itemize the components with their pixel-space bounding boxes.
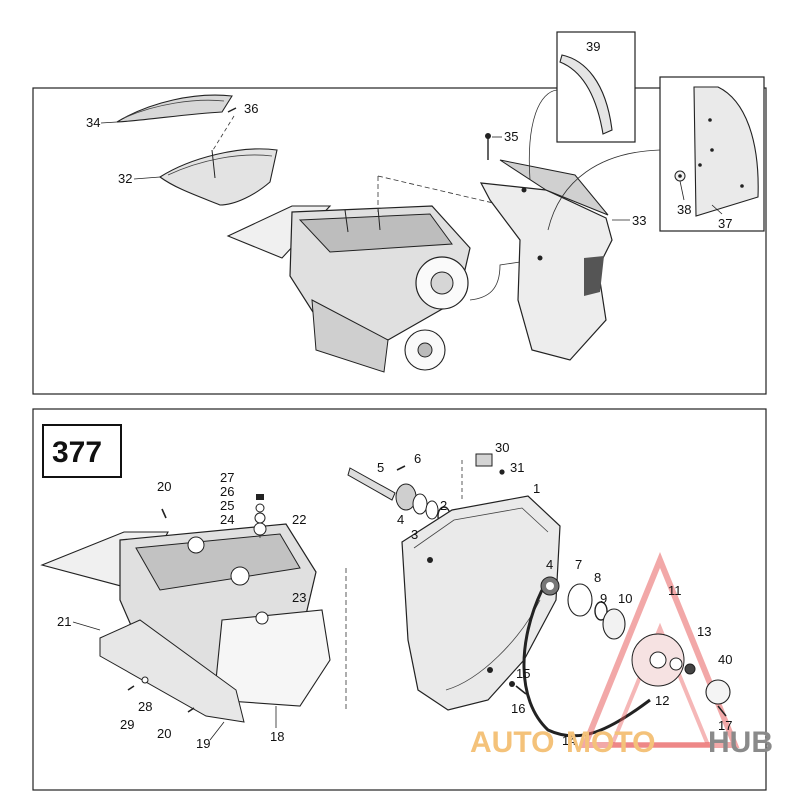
bottom-callouts: 30 6 5 31 2 1 27 26 25 24 20 22 4 3 4 7 …: [57, 440, 732, 751]
part-36-screw: [227, 107, 237, 113]
leader-36-32: [212, 115, 235, 151]
part-37-insulation-panel: [693, 86, 759, 217]
callout-40: 40: [718, 652, 732, 667]
callout-30: 30: [495, 440, 509, 455]
callout-26: 26: [220, 484, 234, 499]
callout-33: 33: [632, 213, 646, 228]
callout-12: 12: [655, 693, 669, 708]
watermark-moto: MOTO: [566, 726, 655, 759]
leader-engine-dash: [377, 175, 507, 212]
callout-1: 1: [533, 481, 540, 496]
watermark-triangle: [580, 552, 740, 748]
part-20-screws: [161, 508, 195, 713]
callout-34: 34: [86, 115, 100, 130]
callout-9: 9: [600, 591, 607, 606]
part-17-screw: [717, 705, 727, 717]
callout-27: 27: [220, 470, 234, 485]
callout-20-top: 20: [157, 479, 171, 494]
callout-7: 7: [575, 557, 582, 572]
part-33-pulley-guard: [479, 159, 613, 361]
part-32-air-deflector: [159, 148, 278, 206]
callout-17: 17: [718, 718, 732, 733]
callout-13: 13: [697, 624, 711, 639]
leader-39-guard: [528, 89, 558, 181]
part-5-shaft: [347, 467, 451, 526]
callout-8: 8: [594, 570, 601, 585]
callout-24: 24: [220, 512, 234, 527]
callout-31: 31: [510, 460, 524, 475]
part-23-grommet: [255, 611, 269, 625]
callout-11: 11: [668, 583, 682, 598]
part-38-washer: [674, 170, 686, 182]
callout-37: 37: [718, 216, 732, 231]
callout-39: 39: [586, 39, 600, 54]
callout-20-bottom: 20: [157, 726, 171, 741]
callout-14: 14: [562, 733, 576, 748]
callout-2: 2: [440, 498, 447, 513]
callout-4-left: 4: [397, 512, 404, 527]
callout-29: 29: [120, 717, 134, 732]
callout-6: 6: [414, 451, 421, 466]
detail-box-39: [556, 31, 636, 143]
bottom-panel-frame: [32, 408, 767, 791]
part-39-foam-strip: [559, 54, 613, 135]
top-callouts: 39 34 36 35 32 33 38 37: [86, 39, 732, 231]
part-14-drive-belt: [522, 589, 651, 738]
callout-23: 23: [292, 590, 306, 605]
plate-number: 377: [52, 436, 102, 469]
callout-10: 10: [618, 591, 632, 606]
callout-18: 18: [270, 729, 284, 744]
plate-number-box: [42, 424, 122, 478]
part-35-bolt: [485, 133, 491, 160]
part-6-pin: [396, 465, 406, 471]
callout-38: 38: [677, 202, 691, 217]
pulley-stack: [540, 576, 731, 705]
watermark-wordmark: AUTO MOTO HUB: [470, 726, 773, 759]
engine-block-top: [226, 205, 471, 373]
callout-22: 22: [292, 512, 306, 527]
watermark-auto: AUTO: [470, 726, 554, 759]
leader-engine-curve: [469, 261, 521, 301]
part-24-27-bolt-stack: [253, 494, 267, 536]
top-panel-frame: [32, 87, 767, 395]
callout-36: 36: [244, 101, 258, 116]
callout-32: 32: [118, 171, 132, 186]
part-28-29-fasteners: [127, 676, 149, 691]
callout-5: 5: [377, 460, 384, 475]
leader-37-guard: [547, 149, 661, 231]
callout-25: 25: [220, 498, 234, 513]
callout-3: 3: [411, 527, 418, 542]
part-34-cover-pad: [116, 94, 233, 123]
watermark-hub: HUB: [708, 726, 773, 759]
callout-4-right: 4: [546, 557, 553, 572]
callout-15: 15: [516, 666, 530, 681]
callout-21: 21: [57, 614, 71, 629]
callout-19: 19: [196, 736, 210, 751]
part-19-bracket: [99, 619, 245, 723]
part-15-16-fasteners: [509, 681, 527, 695]
part-30-clip: [475, 453, 493, 467]
callout-16: 16: [511, 701, 525, 716]
part-31-screw: [499, 469, 505, 475]
callout-35: 35: [504, 129, 518, 144]
callout-28: 28: [138, 699, 152, 714]
